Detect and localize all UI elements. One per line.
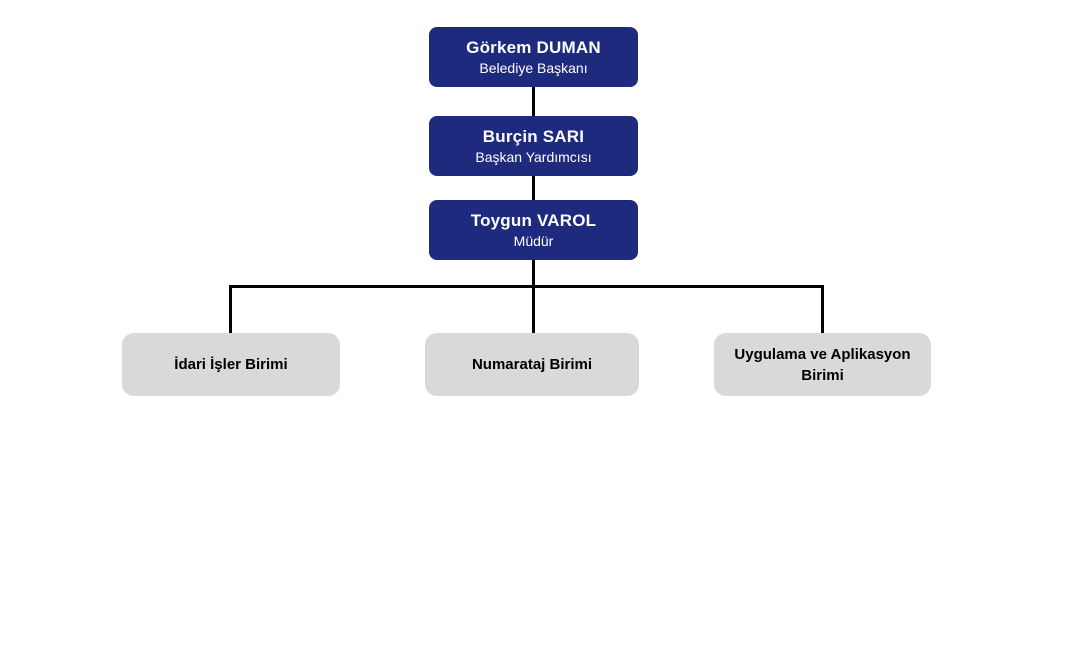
unit-label: Uygulama ve Aplikasyon Birimi bbox=[734, 345, 911, 384]
connector-deputy-manager bbox=[532, 176, 535, 200]
node-numarataj-birimi: Numarataj Birimi bbox=[425, 333, 639, 396]
node-uygulama-ve-aplikasyon-birimi: Uygulama ve Aplikasyon Birimi bbox=[714, 333, 931, 396]
person-name: Burçin SARI bbox=[482, 127, 585, 146]
person-title: Başkan Yardımcısı bbox=[475, 149, 592, 165]
node-idari-isler-birimi: İdari İşler Birimi bbox=[122, 333, 340, 396]
connector-mayor-deputy bbox=[532, 87, 535, 116]
connector-horizontal-rail bbox=[229, 285, 824, 288]
node-baskan-yardimcisi: Burçin SARI Başkan Yardımcısı bbox=[429, 116, 638, 176]
connector-stub-right-unit bbox=[821, 285, 824, 333]
person-title: Müdür bbox=[513, 233, 554, 249]
connector-manager-units bbox=[532, 260, 535, 333]
person-title: Belediye Başkanı bbox=[479, 60, 588, 76]
unit-label: Numarataj Birimi bbox=[471, 356, 593, 373]
person-name: Toygun VAROL bbox=[470, 211, 597, 230]
node-belediye-baskani: Görkem DUMAN Belediye Başkanı bbox=[429, 27, 638, 87]
person-name: Görkem DUMAN bbox=[466, 38, 601, 57]
connector-stub-left-unit bbox=[229, 285, 232, 333]
unit-label: İdari İşler Birimi bbox=[174, 356, 288, 373]
node-mudur: Toygun VAROL Müdür bbox=[429, 200, 638, 260]
